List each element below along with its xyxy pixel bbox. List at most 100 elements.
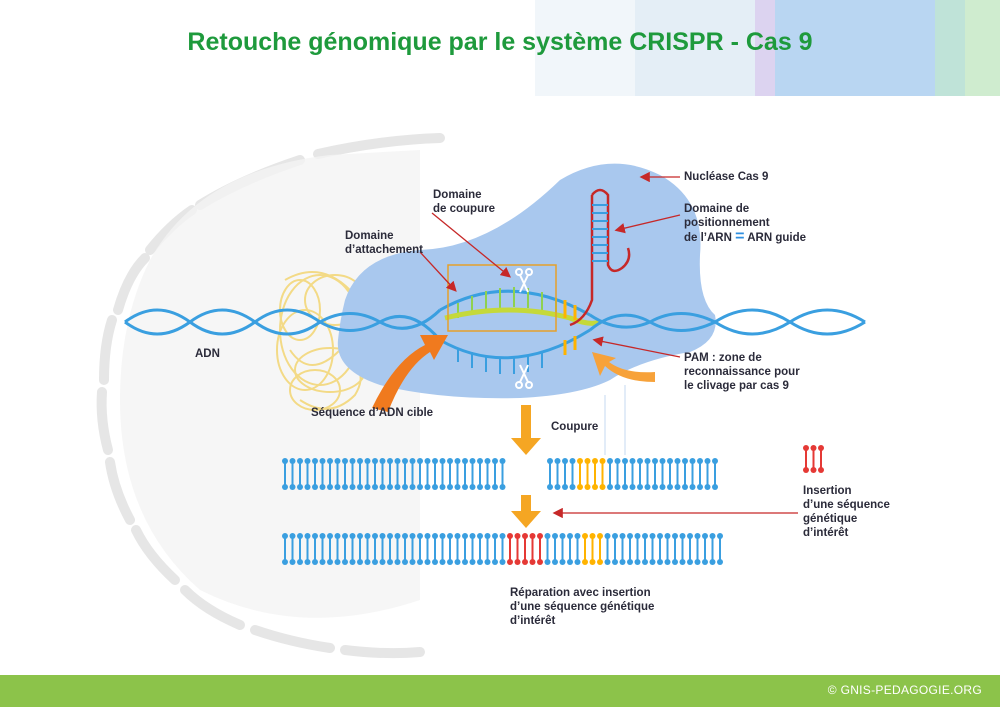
- crispr-diagram: [96, 133, 866, 659]
- ladder-node: [357, 533, 363, 539]
- ladder-node: [694, 533, 701, 539]
- ladder-node: [818, 467, 824, 473]
- copyright-text: © GNIS-PEDAGOGIE.ORG: [827, 683, 982, 697]
- ladder-node: [282, 484, 288, 490]
- nucleus-interior: [120, 150, 420, 618]
- ladder-node: [582, 559, 588, 565]
- ladder-node: [554, 484, 561, 490]
- ladder-node: [402, 458, 408, 464]
- ladder-node: [544, 533, 551, 539]
- ladder-node: [304, 484, 311, 490]
- ladder-node: [417, 458, 423, 464]
- ladder-node: [559, 533, 566, 539]
- ladder-node: [607, 458, 613, 464]
- ladder-node: [289, 458, 296, 464]
- nuclease-label: Nucléase Cas 9: [684, 171, 769, 183]
- ladder-node: [492, 559, 498, 565]
- ladder-node: [702, 559, 708, 565]
- ladder-node: [409, 458, 416, 464]
- ladder-node: [552, 533, 558, 539]
- ladder-node: [357, 559, 363, 565]
- ladder-node: [574, 559, 581, 565]
- ladder-node: [447, 533, 453, 539]
- ladder-node: [584, 458, 591, 464]
- ladder-node: [674, 458, 681, 464]
- ladder-node: [642, 533, 648, 539]
- guide-rna-rungs: [592, 204, 608, 262]
- ladder-node: [282, 559, 288, 565]
- ladder-node: [342, 559, 348, 565]
- ladder-node: [629, 484, 636, 490]
- ladder-node: [372, 484, 378, 490]
- ladder-node: [499, 533, 506, 539]
- ladder-node: [402, 484, 408, 490]
- ladder-node: [577, 484, 583, 490]
- ladder-node: [289, 533, 296, 539]
- ladder-node: [364, 484, 371, 490]
- ladder-node: [704, 484, 711, 490]
- ladder-node: [417, 533, 423, 539]
- ladder-node: [492, 458, 498, 464]
- ladder-node: [297, 458, 303, 464]
- dna-helix-inside-right: [589, 312, 716, 332]
- ladder-node: [402, 533, 408, 539]
- ladder-node: [387, 484, 393, 490]
- ladder-node: [432, 458, 438, 464]
- pam-label: PAM : zone de reconnaissance pour le cli…: [684, 352, 800, 392]
- ladder-node: [709, 559, 716, 565]
- ladder-node: [552, 559, 558, 565]
- ladder-node: [312, 533, 318, 539]
- ladder-node: [319, 559, 326, 565]
- ladder-node: [297, 533, 303, 539]
- ladder-node: [417, 559, 423, 565]
- ladder-node: [409, 559, 416, 565]
- ladder-node: [537, 533, 543, 539]
- ladder-node: [667, 484, 673, 490]
- ladder-node: [477, 484, 483, 490]
- ladder-node: [612, 533, 618, 539]
- target-seq-arrow-icon: [372, 335, 448, 412]
- ladder-node: [447, 559, 453, 565]
- ladder-node: [387, 458, 393, 464]
- ladder-node: [614, 484, 621, 490]
- ladder-node: [469, 533, 476, 539]
- dna-label: ADN: [195, 348, 220, 360]
- ladder-node: [349, 458, 356, 464]
- ladder-node: [469, 458, 476, 464]
- ladder-node: [297, 484, 303, 490]
- ladder-node: [569, 484, 576, 490]
- ladder-node: [584, 484, 591, 490]
- ladder-node: [304, 559, 311, 565]
- ladder-node: [562, 458, 568, 464]
- ladder-node: [672, 559, 678, 565]
- pam-rungs: [563, 300, 577, 355]
- ladder-node: [357, 484, 363, 490]
- ladder-node: [424, 533, 431, 539]
- ladder-node: [679, 559, 686, 565]
- ladder-node: [312, 559, 318, 565]
- ladder-node: [424, 559, 431, 565]
- guide-rna-hairpin: [569, 188, 631, 327]
- guide-rna-strand: [444, 307, 601, 326]
- ladder-node: [439, 484, 446, 490]
- ladder-node: [447, 458, 453, 464]
- ladder-node: [282, 458, 288, 464]
- attach-domain-label: Domaine d’attachement: [345, 230, 423, 256]
- ladder-node: [477, 559, 483, 565]
- ladder-node: [387, 533, 393, 539]
- ladder-node: [589, 559, 596, 565]
- ladder-node: [394, 484, 401, 490]
- ladder-node: [364, 533, 371, 539]
- ladder-node: [687, 533, 693, 539]
- ladder-node: [644, 484, 651, 490]
- ladder-node: [567, 559, 573, 565]
- ladder-node: [462, 484, 468, 490]
- ladder-node: [604, 533, 611, 539]
- ladder-node: [462, 559, 468, 565]
- ladder-node: [372, 458, 378, 464]
- ladder-node: [634, 559, 641, 565]
- ladder-node: [674, 484, 681, 490]
- ladder-node: [409, 533, 416, 539]
- ladder-node: [319, 458, 326, 464]
